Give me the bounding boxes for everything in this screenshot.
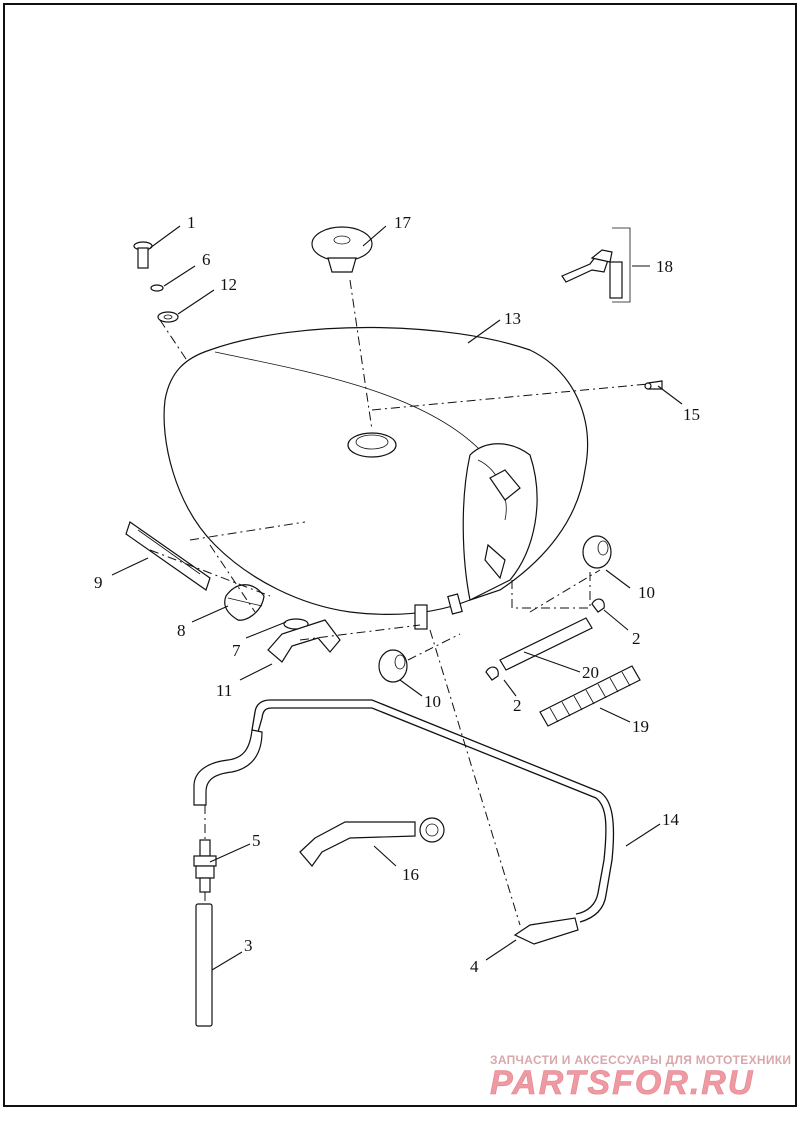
hose-clamp-lower bbox=[485, 666, 499, 681]
callout-20: 20 bbox=[582, 663, 599, 682]
spring-sleeve bbox=[539, 665, 641, 727]
callout-18: 18 bbox=[656, 257, 673, 276]
callout-2-right: 2 bbox=[632, 629, 641, 648]
fuel-filter-left bbox=[378, 649, 408, 683]
name-emblem bbox=[125, 521, 211, 591]
bolt bbox=[133, 241, 153, 269]
watermark-tagline: ЗАПЧАСТИ И АКСЕССУАРЫ ДЛЯ МОТОТЕХНИКИ bbox=[490, 1053, 791, 1067]
washer bbox=[150, 284, 164, 292]
callout-5: 5 bbox=[252, 831, 261, 850]
callout-labels: 1 6 12 17 13 18 15 9 8 7 11 10 2 2 20 10… bbox=[94, 213, 700, 976]
watermark-brand: PARTSFOR.RU bbox=[490, 1064, 754, 1102]
callout-17: 17 bbox=[394, 213, 412, 232]
hose-clamp-upper bbox=[591, 598, 605, 613]
fuel-cap bbox=[311, 226, 373, 273]
callout-13: 13 bbox=[504, 309, 521, 328]
elbow-fuel-hose bbox=[299, 817, 445, 867]
callout-6: 6 bbox=[202, 250, 211, 269]
fuel-fitting bbox=[193, 839, 217, 893]
tank-bracket bbox=[267, 619, 341, 663]
callout-10-left: 10 bbox=[424, 692, 441, 711]
fuel-tank bbox=[163, 326, 589, 630]
grommet bbox=[157, 311, 179, 323]
callout-9: 9 bbox=[94, 573, 103, 592]
screw bbox=[644, 380, 663, 390]
callout-4: 4 bbox=[470, 957, 479, 976]
callout-1: 1 bbox=[187, 213, 196, 232]
callout-3: 3 bbox=[244, 936, 253, 955]
callout-12: 12 bbox=[220, 275, 237, 294]
crossover-hose bbox=[499, 617, 593, 671]
callout-2-left: 2 bbox=[513, 696, 522, 715]
callout-15: 15 bbox=[683, 405, 700, 424]
callout-11: 11 bbox=[216, 681, 232, 700]
callout-10-right: 10 bbox=[638, 583, 655, 602]
diagram-frame bbox=[3, 3, 797, 1107]
callout-19: 19 bbox=[632, 717, 649, 736]
bar-and-shield-emblem bbox=[224, 584, 265, 621]
fuel-hose bbox=[195, 903, 213, 1027]
callout-7: 7 bbox=[232, 641, 241, 660]
key-set bbox=[561, 227, 631, 303]
fuel-filter-right bbox=[582, 535, 612, 569]
callout-8: 8 bbox=[177, 621, 186, 640]
assembly-lines bbox=[149, 279, 649, 926]
vent-line bbox=[193, 699, 615, 945]
callout-16: 16 bbox=[402, 865, 419, 884]
leader-lines bbox=[111, 225, 683, 971]
callout-14: 14 bbox=[662, 810, 680, 829]
watermark: ЗАПЧАСТИ И АКСЕССУАРЫ ДЛЯ МОТОТЕХНИКИ PA… bbox=[490, 1053, 791, 1102]
